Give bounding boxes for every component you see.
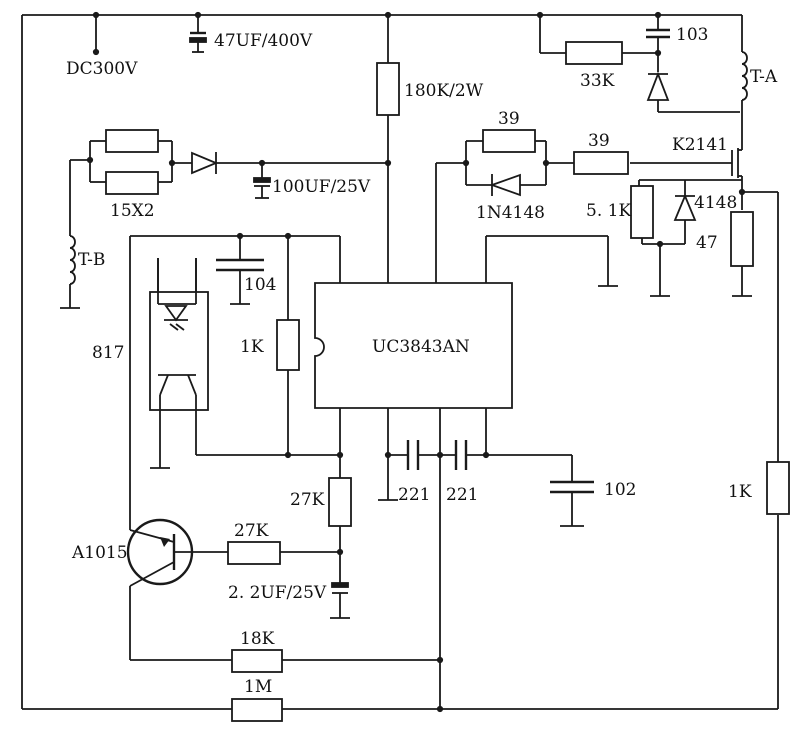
xfmr-tb-label: T-B: [78, 250, 105, 270]
cap-2u2-label: 2. 2UF/25V: [228, 583, 327, 603]
cap-221a-label: 221: [398, 485, 430, 505]
res-15x2-label: 15X2: [110, 201, 155, 221]
res-27k-vertical: [328, 477, 352, 619]
res-39b-label: 39: [588, 131, 610, 151]
diode-4148-label: 4148: [694, 193, 737, 213]
res-1k-sense: [766, 461, 790, 515]
res-47-label: 47: [696, 233, 718, 253]
opto-label: 817: [92, 343, 124, 363]
dc300v-node: [92, 11, 100, 56]
res-27k-b-label: 27K: [234, 521, 269, 541]
cap-100uf-label: 100UF/25V: [272, 177, 371, 197]
res-1k-b-label: 1K: [728, 482, 752, 502]
gate-drive: [435, 129, 629, 283]
ic-label: UC3843AN: [372, 337, 470, 357]
res-18k-label: 18K: [240, 629, 275, 649]
res-180k: [376, 11, 400, 283]
mosfet-label: K2141: [672, 135, 728, 155]
diode-1n4148-label: 1N4148: [476, 203, 545, 223]
cap-104-label: 104: [244, 275, 276, 295]
optocoupler-817: [149, 258, 209, 469]
mosfet-k2141: [630, 148, 779, 462]
res-1k-a-label: 1K: [240, 337, 264, 357]
cap-102-label: 102: [604, 480, 636, 500]
res-27k-a-label: 27K: [290, 490, 325, 510]
top-rail: [21, 14, 779, 710]
cap-103-label: 103: [676, 25, 708, 45]
ic-bottom-pins: [378, 408, 594, 713]
ic-uc3843an: [314, 235, 618, 409]
dc300v-label: DC300V: [66, 59, 138, 79]
res-5k1-label: 5. 1K: [586, 201, 631, 221]
res-33k-label: 33K: [580, 71, 615, 91]
transistor-a1015: [126, 518, 340, 661]
cap-47uf: [189, 11, 207, 53]
bottom-resistors: [231, 649, 440, 722]
source-network: [630, 179, 754, 297]
aux-winding: [60, 129, 388, 309]
res-180k-label: 180K/2W: [404, 81, 484, 101]
xfmr-ta-label: T-A: [750, 67, 778, 87]
snubber-network: [536, 11, 740, 113]
res-39a-label: 39: [498, 109, 520, 129]
transistor-label: A1015: [71, 543, 128, 563]
res-1m-label: 1M: [244, 677, 272, 697]
cap-221b-label: 221: [446, 485, 478, 505]
cap-47uf-label: 47UF/400V: [214, 31, 313, 51]
transformer-ta: [741, 15, 748, 150]
feedback-block: [129, 232, 344, 530]
